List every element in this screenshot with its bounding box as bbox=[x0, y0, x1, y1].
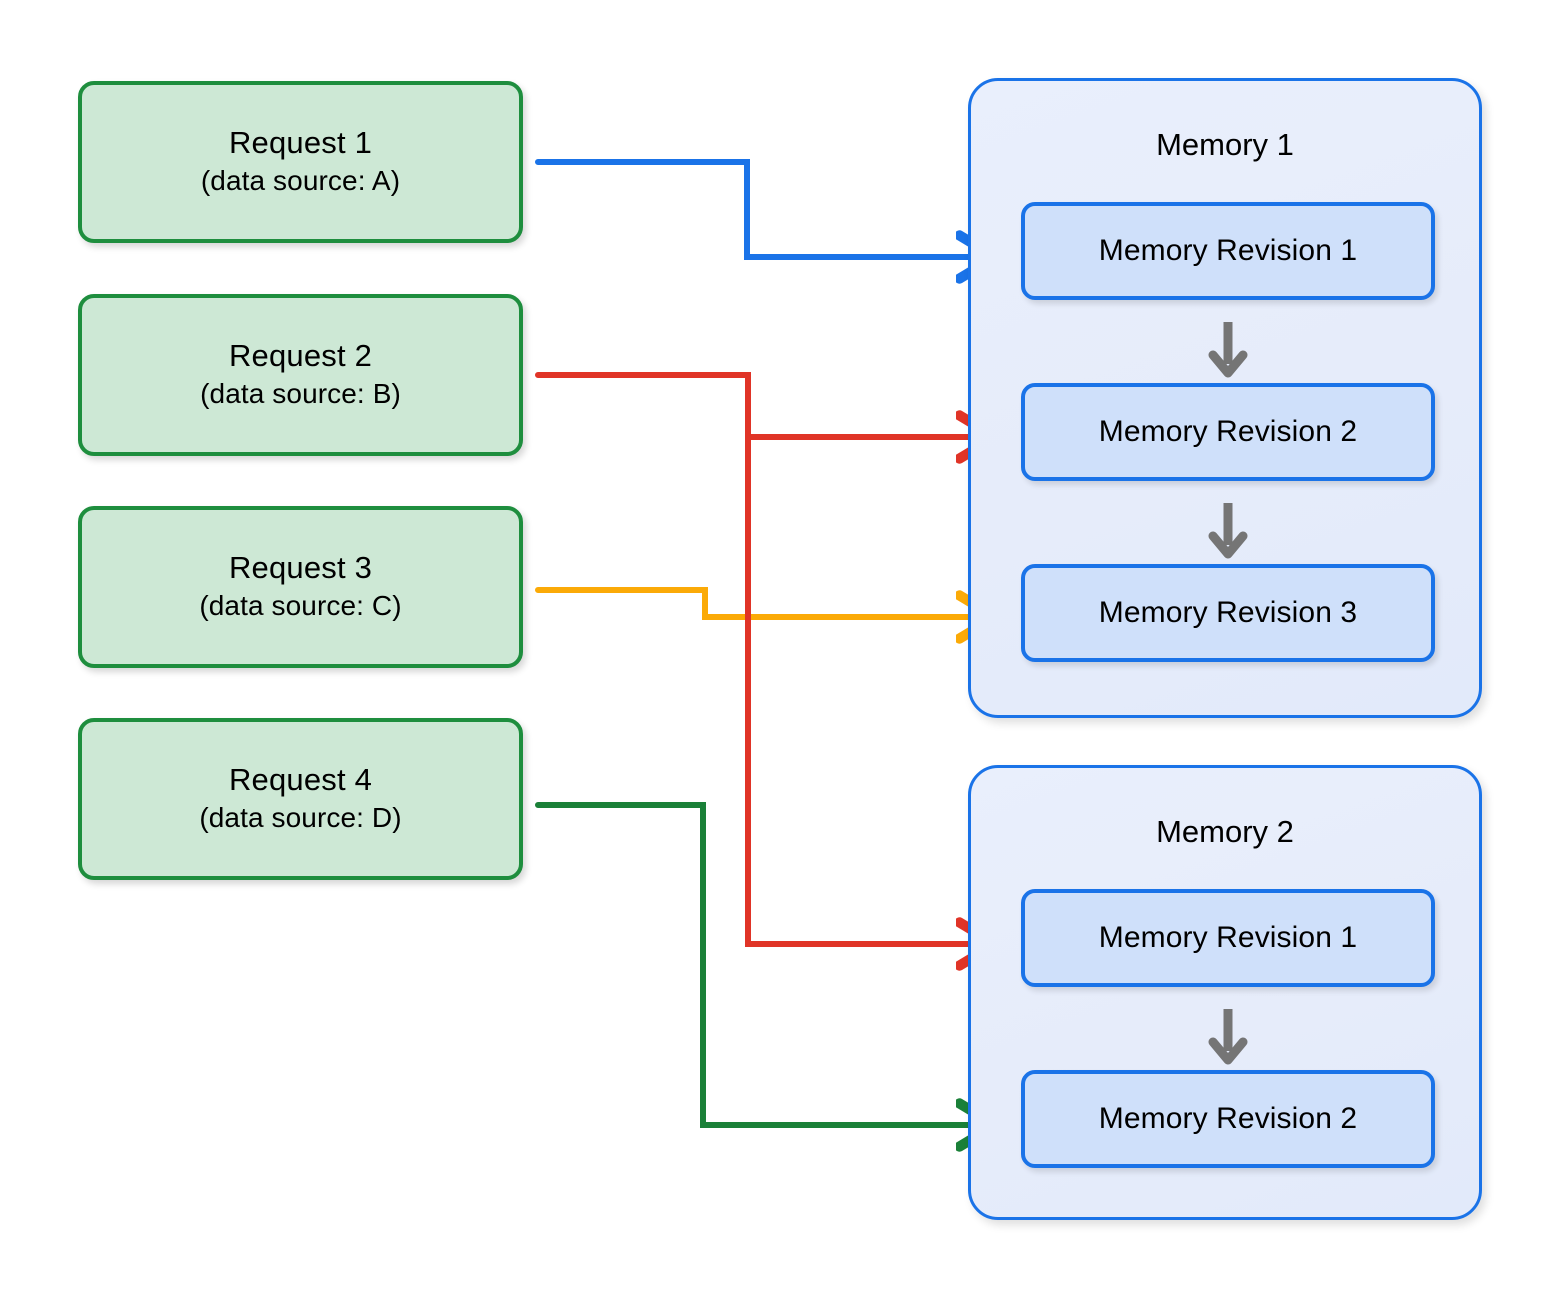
revision-label: Memory Revision 1 bbox=[1098, 234, 1358, 267]
memory-2-revision-box-2[interactable]: Memory Revision 2 bbox=[1021, 1070, 1435, 1168]
request-subtitle: (data source: D) bbox=[199, 802, 402, 834]
memory-container-1[interactable]: Memory 1 Memory Revision 1 Memory Revisi… bbox=[968, 78, 1482, 718]
revision-label: Memory Revision 2 bbox=[1098, 1102, 1358, 1135]
memory-2-revision-box-1[interactable]: Memory Revision 1 bbox=[1021, 889, 1435, 987]
request-box-2[interactable]: Request 2 (data source: B) bbox=[78, 294, 523, 456]
memory-1-revision-box-2[interactable]: Memory Revision 2 bbox=[1021, 383, 1435, 481]
request-title: Request 2 bbox=[228, 338, 373, 374]
request-box-4[interactable]: Request 4 (data source: D) bbox=[78, 718, 523, 880]
revision-label: Memory Revision 3 bbox=[1098, 596, 1358, 629]
memory-1-revision-box-1[interactable]: Memory Revision 1 bbox=[1021, 202, 1435, 300]
request-subtitle: (data source: B) bbox=[200, 378, 401, 410]
memory-flow-arrow-icon bbox=[1208, 1009, 1248, 1065]
connector-request-3-to-memory-1-revision-3 bbox=[535, 587, 993, 617]
request-title: Request 3 bbox=[228, 550, 373, 586]
memory-1-revision-box-3[interactable]: Memory Revision 3 bbox=[1021, 564, 1435, 662]
memory-title: Memory 1 bbox=[1156, 127, 1294, 162]
request-box-1[interactable]: Request 1 (data source: A) bbox=[78, 81, 523, 243]
memory-flow-arrow-icon bbox=[1208, 322, 1248, 378]
connector-request-4-to-memory-2-revision-2 bbox=[535, 802, 993, 1125]
memory-flow-arrow-icon bbox=[1208, 503, 1248, 559]
revision-label: Memory Revision 1 bbox=[1098, 921, 1358, 954]
memory-title: Memory 2 bbox=[1156, 814, 1294, 849]
revision-label: Memory Revision 2 bbox=[1098, 415, 1358, 448]
request-title: Request 4 bbox=[228, 762, 373, 798]
request-subtitle: (data source: A) bbox=[200, 165, 401, 197]
request-box-3[interactable]: Request 3 (data source: C) bbox=[78, 506, 523, 668]
memory-container-2[interactable]: Memory 2 Memory Revision 1 Memory Revisi… bbox=[968, 765, 1482, 1220]
request-title: Request 1 bbox=[228, 125, 373, 161]
connector-request-2-to-memory-2-revision-1 bbox=[535, 372, 993, 944]
connector-request-1-to-memory-1-revision-1 bbox=[535, 159, 993, 257]
request-subtitle: (data source: C) bbox=[199, 590, 402, 622]
